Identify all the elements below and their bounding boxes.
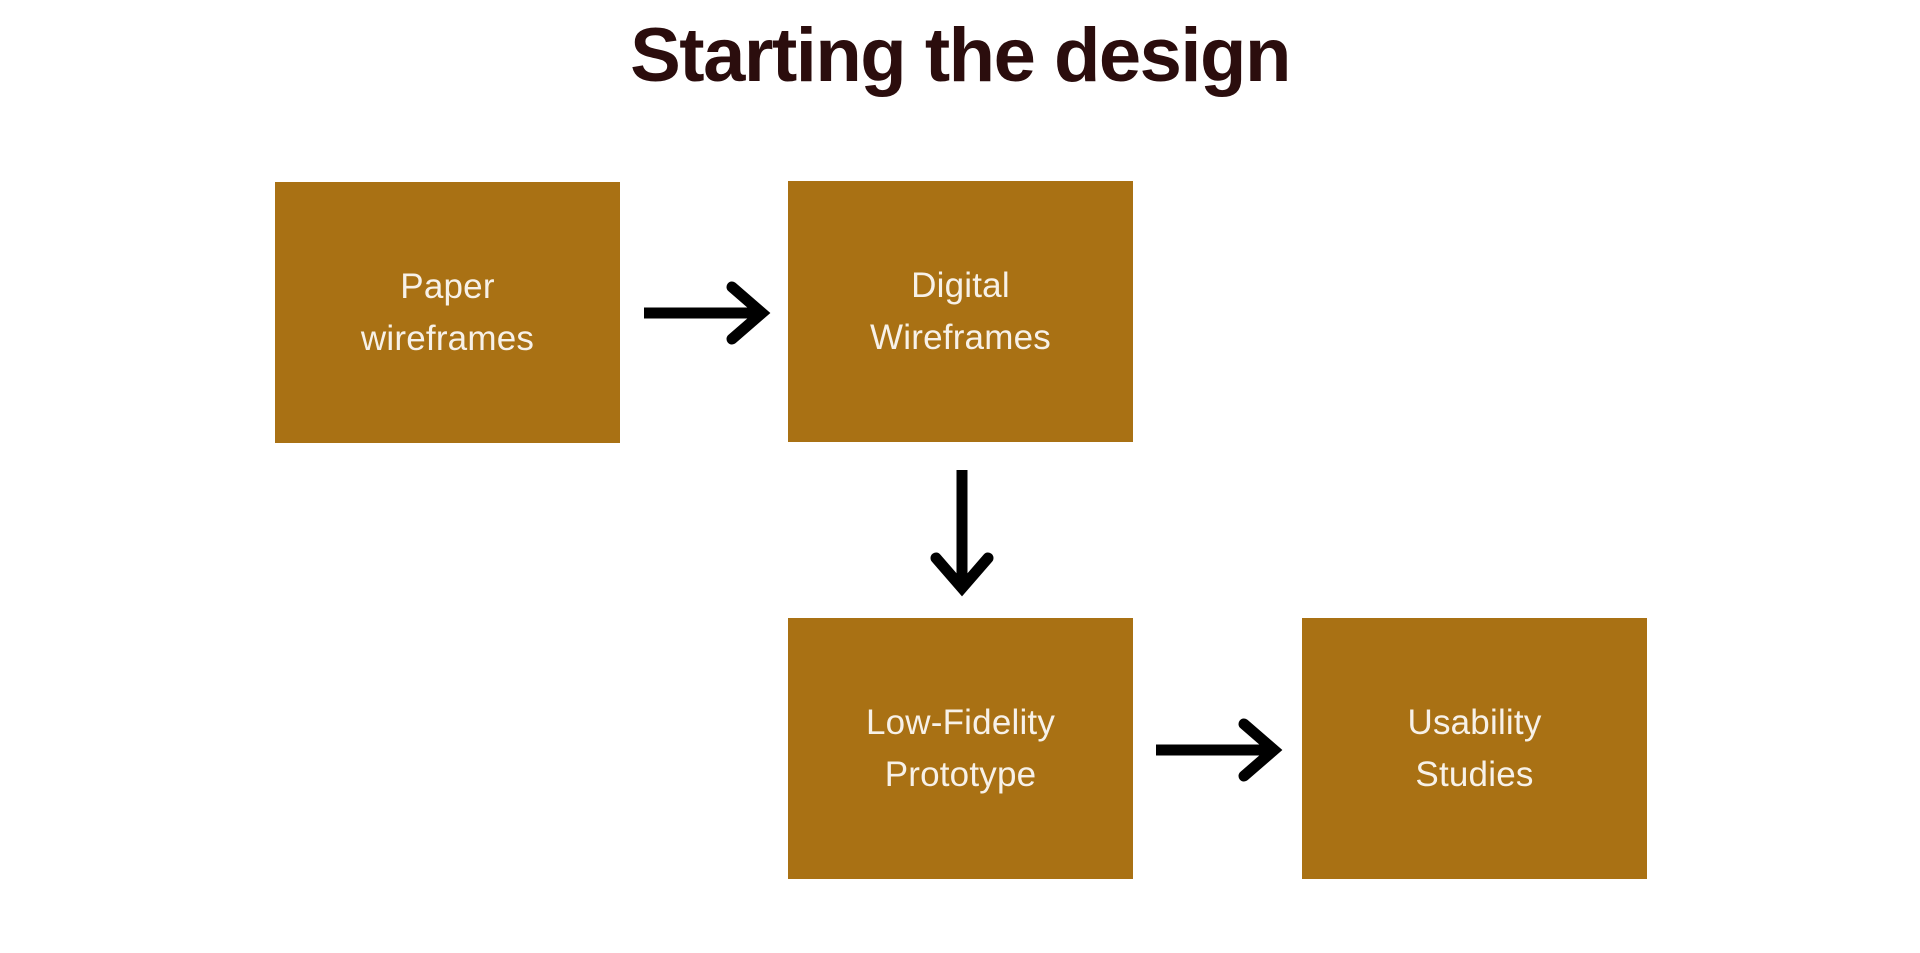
flow-node-usability-studies[interactable]: Usability Studies [1302, 618, 1647, 879]
arrow-right-icon [640, 281, 776, 345]
flow-node-label: Paper wireframes [360, 266, 535, 358]
flow-node-label: Low-Fidelity Prototype [865, 702, 1056, 794]
arrow-down-icon [930, 466, 994, 602]
flow-node-label: Digital Wireframes [870, 265, 1051, 357]
page-title: Starting the design [630, 13, 1291, 98]
flow-node-paper-wireframes[interactable]: Paper wireframes [275, 182, 620, 443]
flow-node-label: Usability Studies [1407, 702, 1542, 794]
flow-node-digital-wireframes[interactable]: Digital Wireframes [788, 181, 1133, 442]
flow-node-low-fidelity-prototype[interactable]: Low-Fidelity Prototype [788, 618, 1133, 879]
arrow-right-icon [1152, 718, 1288, 782]
